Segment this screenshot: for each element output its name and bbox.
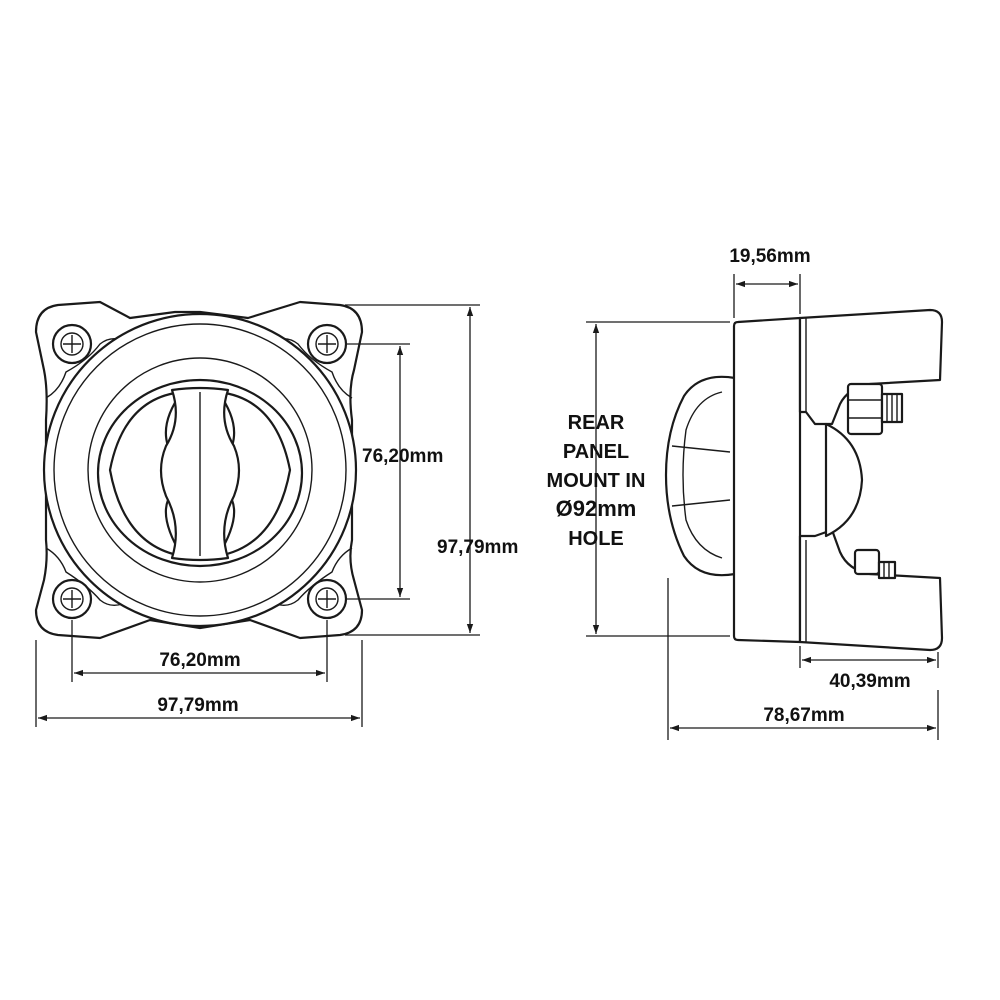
dim-label-hole-spacing-vertical: 76,20mm [362,446,443,467]
dim-label-overall-width: 97,79mm [157,695,238,716]
front-view: 76,20mm 97,79mm 76,20mm 97,79mm [34,300,518,727]
dim-label-overall-depth: 78,67mm [763,705,844,726]
dim-label-overall-height: 97,79mm [437,537,518,558]
middle-bezel-ring [53,323,347,617]
side-top-stud [846,382,904,436]
dim-terminal-depth: 40,39mm [799,646,939,692]
mounting-hole-top-right [306,323,348,365]
mount-note-line-4: Ø92mm [556,496,637,521]
dim-overall-depth: 78,67mm [667,578,939,740]
side-terminal-block-bottom [798,528,944,652]
dim-hole-spacing-vertical: 76,20mm [345,343,443,600]
mounting-hole-bottom-left [51,578,93,620]
side-body-block [732,316,802,644]
mounting-hole-bottom-right [306,578,348,620]
inner-bezel-ring [87,357,313,583]
dim-overall-height: 97,79mm [345,304,518,636]
side-knob-rib-top [671,445,731,453]
mounting-hole-top-left [51,323,93,365]
mount-note: REAR PANEL MOUNT IN Ø92mm HOLE [547,412,646,550]
mount-note-line-3: MOUNT IN [547,470,646,492]
side-knob-inner-line [682,391,723,559]
dim-hole-spacing-horizontal: 76,20mm [71,620,328,682]
mount-note-line-1: REAR [568,412,625,434]
ear-contour-top-left [45,337,123,399]
dim-overall-width: 97,79mm [35,640,363,727]
dim-bezel-depth: 19,56mm [729,246,811,318]
side-terminal-hub [824,422,864,538]
dim-label-terminal-depth: 40,39mm [829,671,910,692]
dim-label-bezel-depth: 19,56mm [729,246,810,267]
ear-contour-top-right [275,337,353,399]
mount-note-line-2: PANEL [563,441,629,463]
dim-label-hole-spacing-horizontal: 76,20mm [159,650,240,671]
side-bottom-stud [853,548,897,580]
side-view: 19,56mm REAR PANEL MOUNT IN Ø92mm HOLE 4… [547,246,944,740]
dim-mount-hole [586,321,730,637]
mount-note-line-5: HOLE [568,528,624,550]
side-knob-profile [664,375,737,577]
side-knob-rib-bottom [671,499,731,507]
